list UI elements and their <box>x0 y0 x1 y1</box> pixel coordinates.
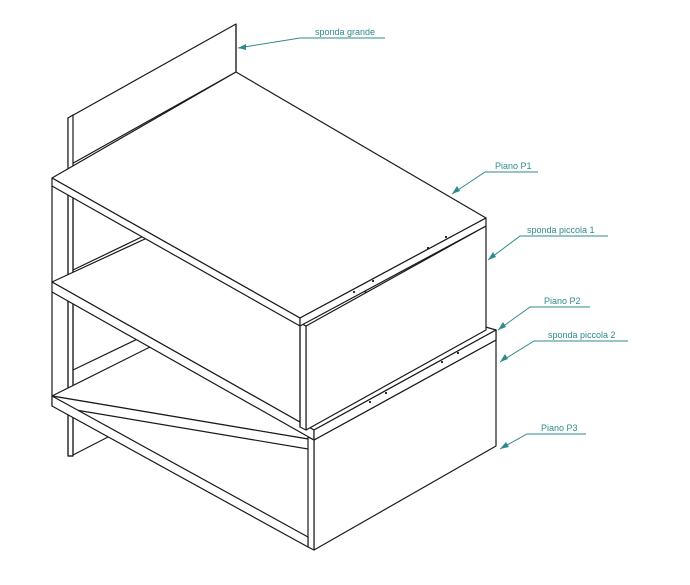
side-panel-sponda-piccola-1 <box>299 225 487 431</box>
callout-piano-p3: Piano P3 <box>499 423 586 450</box>
label-sponda-piccola-2: sponda piccola 2 <box>548 330 616 340</box>
callout-piano-p1: Piano P1 <box>451 161 538 195</box>
shelf-piano-p1 <box>51 71 487 327</box>
callout-sponda-piccola-2: sponda piccola 2 <box>499 330 628 363</box>
callout-sponda-piccola-1: sponda piccola 1 <box>487 225 608 261</box>
label-sponda-grande: sponda grande <box>315 27 375 37</box>
callout-piano-p2: Piano P2 <box>497 296 590 331</box>
label-piano-p1: Piano P1 <box>495 161 532 171</box>
label-sponda-piccola-1: sponda piccola 1 <box>527 225 595 235</box>
label-piano-p3: Piano P3 <box>541 423 578 433</box>
callout-sponda-grande: sponda grande <box>237 27 385 50</box>
label-piano-p2: Piano P2 <box>544 296 581 306</box>
screw-holes <box>352 235 460 404</box>
